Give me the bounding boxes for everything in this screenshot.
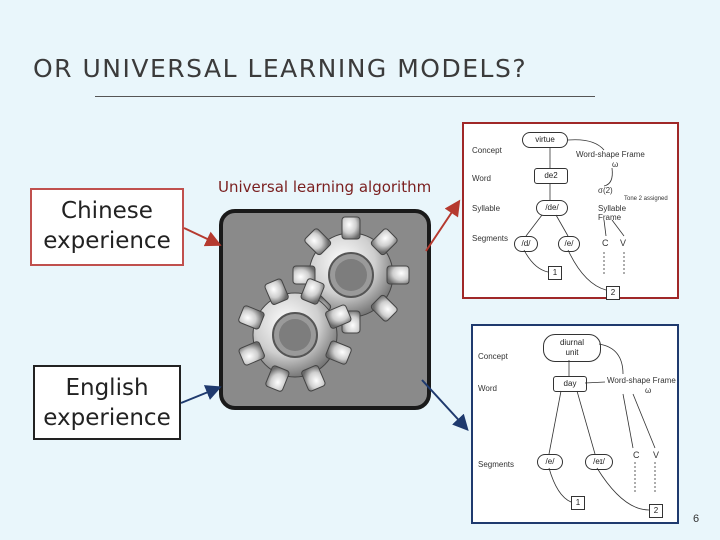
english-to-algorithm-arrow	[180, 385, 222, 404]
en-slot-1: 1	[571, 496, 585, 510]
cn-slot-1: 1	[548, 266, 562, 280]
chinese-line-2: experience	[43, 228, 171, 254]
cn-v-label: V	[620, 238, 627, 248]
cn-level-concept: Concept	[472, 146, 502, 155]
cn-sigma: σ(2)	[598, 186, 613, 195]
slide-title: OR UNIVERSAL LEARNING MODELS?	[33, 54, 528, 83]
cn-concept-node: virtue	[522, 132, 568, 148]
cn-tree-lines	[523, 139, 625, 291]
gears-icon	[238, 216, 410, 392]
english-line-1: English	[65, 375, 149, 401]
en-segment-2: /eɪ/	[585, 454, 613, 470]
en-frame-sub: ω	[645, 386, 652, 395]
english-model-panel: Concept Word Segments diurnal unit day W…	[471, 324, 679, 524]
en-word-node: day	[553, 376, 587, 392]
en-level-concept: Concept	[478, 352, 508, 361]
cn-segment-d: /d/	[514, 236, 538, 252]
gears-image	[219, 209, 431, 410]
cn-c-label: C	[602, 238, 609, 248]
cn-syllable-frame: Syllable Frame	[598, 204, 627, 222]
chinese-to-algorithm-arrow	[183, 227, 222, 247]
en-frame-label: Word-shape Frame	[607, 376, 676, 385]
cn-level-syllable: Syllable	[472, 204, 501, 213]
title-underline	[95, 96, 595, 97]
en-level-segments: Segments	[478, 460, 515, 469]
en-level-word: Word	[478, 384, 497, 393]
en-slot-2: 2	[649, 504, 663, 518]
cn-frame-label: Word-shape Frame	[576, 150, 645, 159]
en-concept-line-1: diurnal	[559, 338, 584, 347]
algorithm-to-english-model-arrow	[421, 379, 469, 431]
en-v-label: V	[653, 450, 660, 460]
en-segment-1: /e/	[537, 454, 563, 470]
cn-word-node: de2	[534, 168, 568, 184]
cn-slot-2: 2	[606, 286, 620, 300]
algorithm-label: Universal learning algorithm	[218, 178, 432, 196]
en-c-label: C	[633, 450, 640, 460]
cn-level-word: Word	[472, 174, 491, 183]
cn-syllable-node: /de/	[536, 200, 568, 216]
en-concept-node: diurnal unit	[543, 334, 601, 362]
en-concept-line-2: unit	[565, 348, 579, 357]
english-line-2: experience	[43, 405, 171, 431]
chinese-experience-box: Chinese experience	[30, 188, 184, 266]
page-number: 6	[693, 513, 700, 525]
algorithm-to-chinese-model-arrow	[425, 199, 461, 252]
cn-tone-note: Tone 2 assigned	[624, 196, 668, 202]
cn-level-segments: Segments	[472, 234, 509, 243]
chinese-model-panel: Concept Word Syllable Segments virtue de…	[462, 122, 679, 300]
english-experience-box: English experience	[33, 365, 181, 440]
en-tree-lines	[548, 343, 656, 511]
chinese-line-1: Chinese	[61, 198, 153, 224]
cn-frame-sub: ω	[612, 160, 619, 169]
